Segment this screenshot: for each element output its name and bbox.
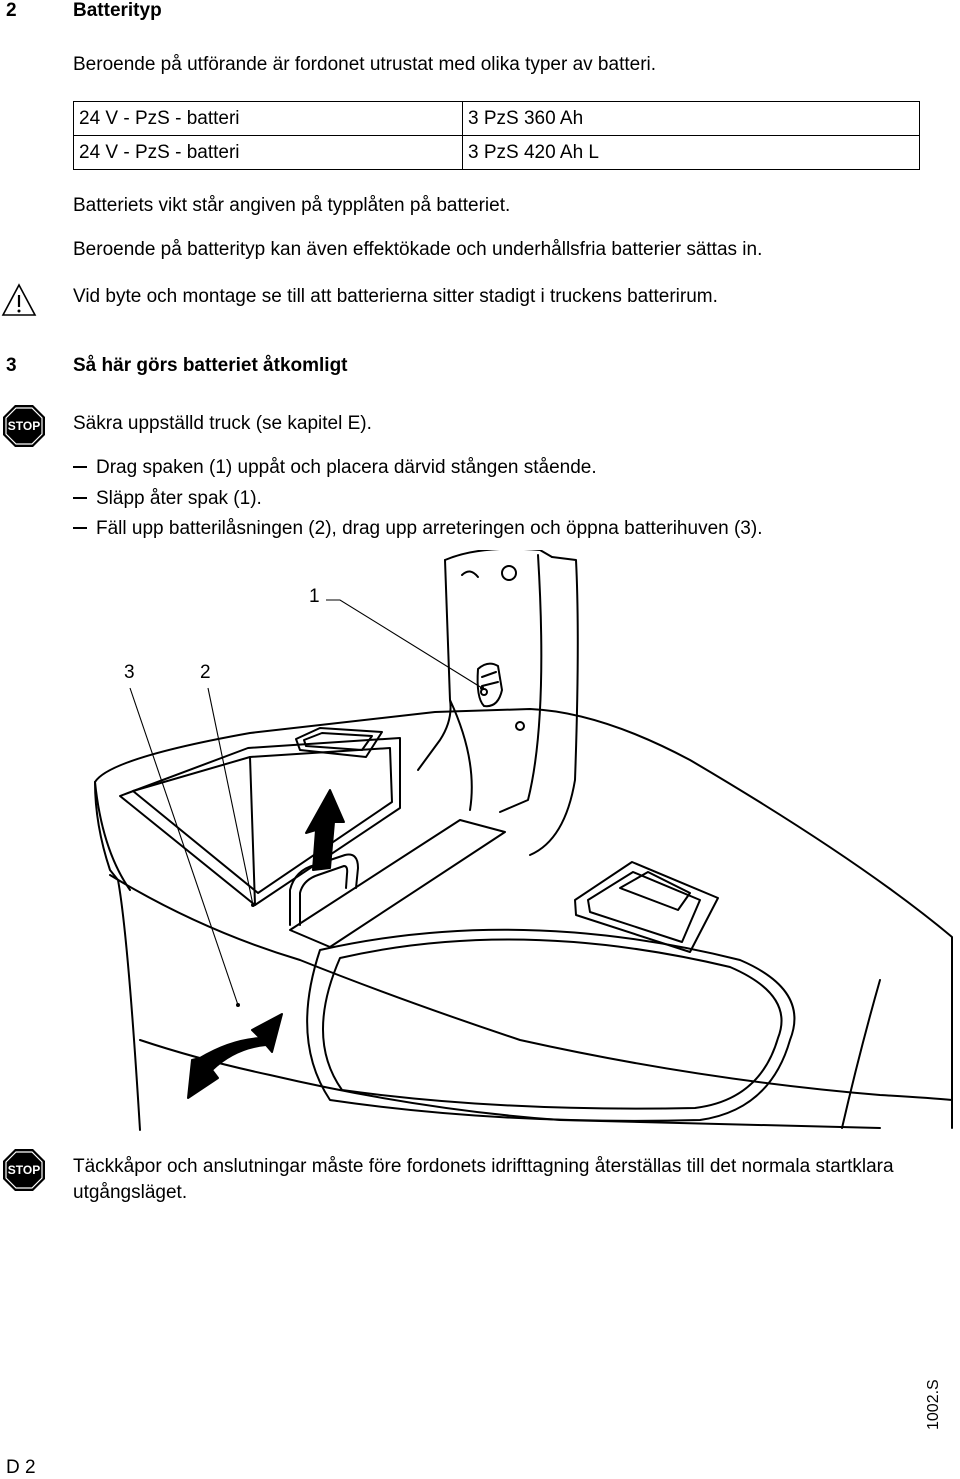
battery-table: 24 V - PzS - batteri 3 PzS 360 Ah 24 V -… <box>73 101 920 170</box>
callout-label: 3 <box>124 662 135 683</box>
types-note: Beroende på batterityp kan även effektök… <box>73 239 763 260</box>
stop-label: STOP <box>8 1163 40 1177</box>
list-item: Släpp åter spak (1). <box>73 487 262 511</box>
intro-text: Beroende på utförande är fordonet utrust… <box>73 54 657 75</box>
section-number: 3 <box>6 355 17 376</box>
table-cell: 24 V - PzS - batteri <box>73 135 463 170</box>
section-title: Så här görs batteriet åtkomligt <box>73 355 348 376</box>
weight-note: Batteriets vikt står angiven på typplåte… <box>73 195 511 216</box>
page-number: D 2 <box>6 1457 36 1478</box>
table-cell: 24 V - PzS - batteri <box>73 101 463 136</box>
section-title: Batterityp <box>73 0 162 21</box>
table-row: 24 V - PzS - batteri 3 PzS 420 Ah L <box>73 135 920 170</box>
table-cell: 3 PzS 420 Ah L <box>462 135 920 170</box>
list-item: Drag spaken (1) uppåt och placera därvid… <box>73 456 597 480</box>
table-row: 24 V - PzS - batteri 3 PzS 360 Ah <box>73 101 920 136</box>
list-item: Fäll upp batterilåsningen (2), drag upp … <box>73 517 762 541</box>
table-cell: 3 PzS 360 Ah <box>462 101 920 136</box>
stop-sign-icon: STOP <box>3 1149 45 1191</box>
stop-label: STOP <box>8 419 40 433</box>
stop-note: Säkra uppställd truck (se kapitel E). <box>73 413 372 434</box>
battery-hood-illustration: 1 3 2 <box>94 550 953 1131</box>
document-code: 1002.S <box>925 1379 942 1430</box>
stop-sign-icon: STOP <box>3 405 45 447</box>
warning-text: Vid byte och montage se till att batteri… <box>73 286 718 307</box>
callout-label: 2 <box>200 662 211 683</box>
warning-icon <box>1 283 37 316</box>
final-note: Täckkåpor och anslutningar måste före fo… <box>73 1156 894 1203</box>
callout-label: 1 <box>309 586 320 607</box>
section-number: 2 <box>6 0 17 21</box>
